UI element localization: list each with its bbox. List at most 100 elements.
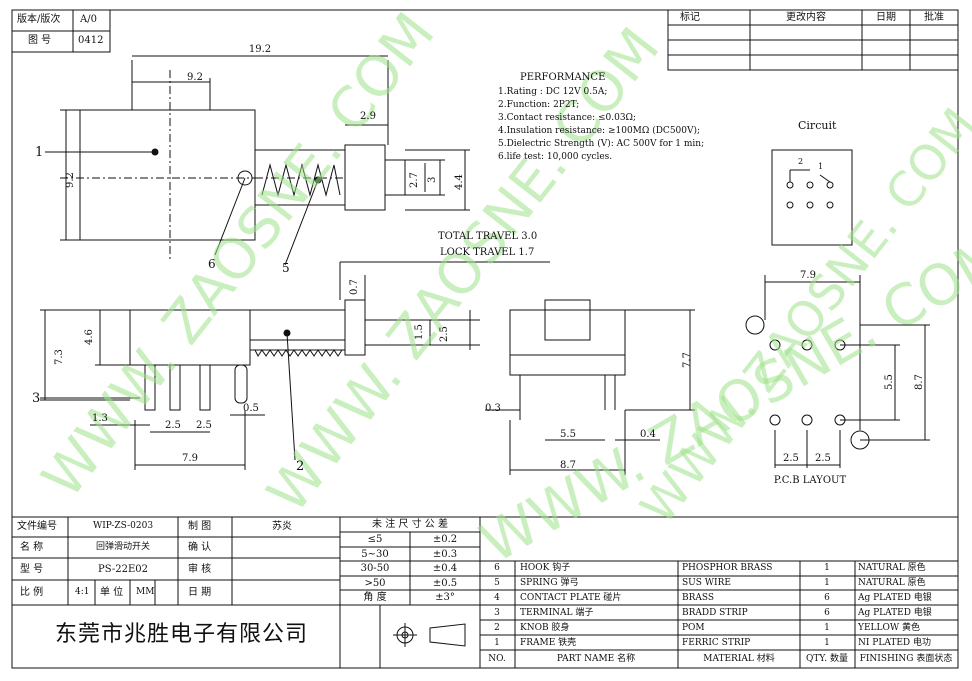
dim-pin-width: 0.5 (243, 403, 259, 414)
dim-front-height: 7.7 (682, 352, 693, 368)
info-value: PS-22E02 (97, 564, 149, 575)
info-label: 文件编号 (17, 521, 57, 532)
performance-item: 1.Rating : DC 12V 0.5A; (498, 87, 608, 97)
drawing-label: 图 号 (28, 35, 52, 46)
parts-header-no: NO. (488, 654, 506, 664)
info-label: 制 图 (188, 521, 212, 532)
tolerance-title: 未 注 尺 寸 公 差 (372, 519, 448, 530)
performance-item: 2.Function: 2P2T; (498, 100, 580, 110)
tolerance-value: ±3° (435, 592, 455, 603)
part-finish: Ag PLATED 电银 (858, 608, 932, 618)
dim-pcb-h2: 8.7 (914, 374, 925, 390)
performance-item: 6.life test: 10,000 cycles. (498, 152, 613, 162)
dim-knob-h1: 2.7 (409, 172, 420, 188)
version-value: A/0 (80, 14, 97, 25)
parts-header-qty: QTY. 数量 (806, 654, 848, 664)
circuit-pin-label: 2 (798, 157, 804, 166)
dim-front-width1: 5.5 (560, 429, 576, 440)
tolerance-value: ±0.4 (432, 563, 458, 574)
info-value: MM (136, 587, 155, 597)
performance-item: 5.Dielectric Strength (V): AC 500V for 1… (498, 139, 705, 149)
dim-pcb-h1: 5.5 (884, 374, 895, 390)
part-finish: NATURAL 原色 (858, 563, 926, 573)
dim-side-h3: 1.5 (414, 324, 425, 340)
dim-front-pin: 0.4 (640, 429, 656, 440)
part-qty: 6 (824, 593, 830, 603)
part-finish: YELLOW 黄色 (858, 623, 920, 633)
part-qty: 1 (824, 638, 830, 648)
lock-travel: LOCK TRAVEL 1.7 (440, 247, 535, 258)
part-name: TERMINAL 端子 (520, 608, 594, 618)
dim-body-length: 9.2 (187, 72, 203, 83)
tolerance-range: >50 (364, 578, 386, 589)
tolerance-range: ≤5 (367, 534, 383, 545)
tolerance-range: 5~30 (361, 549, 389, 560)
dim-front-width2: 8.7 (560, 460, 576, 471)
dim-pcb-pitch-a: 2.5 (783, 453, 799, 464)
dim-side-base: 7.9 (182, 453, 198, 464)
tolerance-range: 30-50 (360, 563, 390, 574)
circuit-title: Circuit (798, 119, 837, 132)
dim-side-h2: 4.6 (84, 329, 95, 345)
part-material: SUS WIRE (682, 578, 731, 588)
parts-header-name: PART NAME 名称 (556, 654, 636, 664)
parts-header-material: MATERIAL 材料 (703, 654, 775, 664)
parts-header-finish: FINISHING 表面状态 (859, 654, 953, 664)
company-name: 东莞市兆胜电子有限公司 (55, 622, 309, 647)
part-no: 6 (494, 563, 500, 573)
part-qty: 1 (824, 563, 830, 573)
dim-pin-pitch-b: 2.5 (196, 420, 212, 431)
revision-header-date: 日期 (876, 12, 896, 23)
info-label: 审 核 (188, 564, 212, 575)
part-no: 1 (494, 638, 500, 648)
info-label: 名 称 (20, 542, 44, 553)
version-label: 版本/版次 (17, 14, 61, 25)
revision-header-mark: 标记 (680, 12, 700, 23)
drawing-value: 0412 (78, 35, 104, 46)
revision-header-content: 更改内容 (786, 12, 826, 23)
circuit-pin-label: 1 (818, 162, 824, 171)
part-name: SPRING 弹弓 (520, 578, 579, 588)
part-material: FERRIC STRIP (682, 638, 751, 648)
part-no: 3 (494, 608, 500, 618)
dim-pcb-pitch-b: 2.5 (815, 453, 831, 464)
performance-item: 3.Contact resistance: ≤0.03Ω; (498, 113, 637, 123)
revision-header-approve: 批准 (924, 12, 944, 23)
dim-front-gap: 0.3 (485, 403, 501, 414)
part-no: 2 (494, 623, 500, 633)
part-name: CONTACT PLATE 碰片 (520, 593, 622, 603)
dim-body-height: 9.2 (65, 172, 76, 188)
info-value: WIP-ZS-0203 (92, 521, 154, 531)
part-material: BRADD STRIP (682, 608, 748, 618)
dim-knob-offset: 2.9 (360, 111, 376, 122)
part-no: 4 (494, 593, 500, 603)
part-name: KNOB 胶身 (520, 623, 570, 633)
dim-knob-h3: 4.4 (454, 174, 465, 190)
info-value: 苏炎 (272, 521, 292, 532)
pcb-layout-title: P.C.B LAYOUT (773, 475, 847, 486)
performance-item: 4.Insulation resistance: ≥100MΩ (DC500V)… (498, 126, 701, 136)
info-label: 日 期 (188, 587, 212, 598)
dim-pcb-width: 7.9 (800, 270, 816, 281)
part-no: 5 (494, 578, 500, 588)
tolerance-value: ±0.5 (432, 578, 458, 589)
dim-overall-length: 19.2 (248, 44, 272, 55)
tolerance-value: ±0.3 (432, 549, 458, 560)
callout-5: 5 (282, 261, 290, 275)
callout-2: 2 (296, 459, 305, 474)
info-label: 型 号 (20, 564, 44, 575)
callout-1: 1 (35, 145, 44, 160)
info-value: 回弹滑动开关 (95, 542, 151, 552)
tolerance-range: 角 度 (363, 592, 387, 603)
part-qty: 6 (824, 608, 830, 618)
dim-side-h1: 7.3 (54, 349, 65, 365)
part-qty: 1 (824, 623, 830, 633)
part-finish: Ag PLATED 电银 (858, 593, 932, 603)
part-material: BRASS (682, 593, 715, 603)
performance-title: PERFORMANCE (520, 72, 606, 83)
part-finish: NATURAL 原色 (858, 578, 926, 588)
dim-knob-h2: 3 (427, 176, 438, 183)
part-name: HOOK 钩子 (520, 563, 571, 573)
